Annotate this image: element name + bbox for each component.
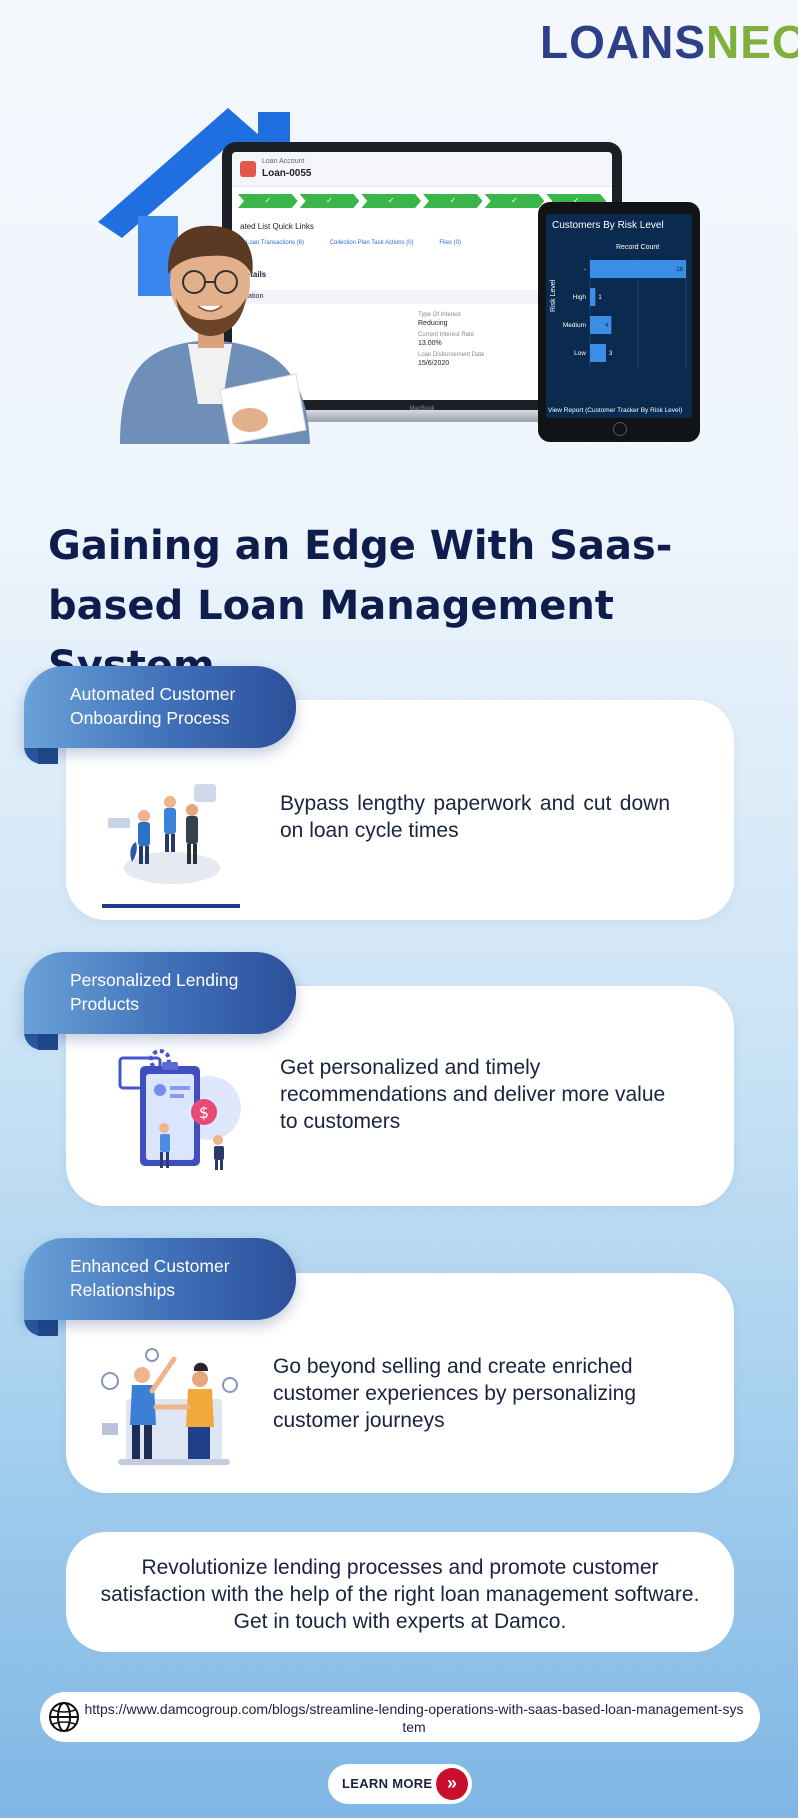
quick-link: Loan Transactions (6) <box>246 240 305 246</box>
lending-recommendations-illustration: $ <box>118 1049 241 1170</box>
section-header: rmation <box>232 290 612 304</box>
risk-level-dashboard: Customers By Risk Level Record Count Ris… <box>546 214 692 418</box>
view-report-link[interactable]: View Report (Customer Tracker By Risk Le… <box>548 407 683 414</box>
bar-value-label: 18 <box>676 267 683 273</box>
feature-description: Bypass lengthy paperwork and cut down on… <box>280 792 670 842</box>
laptop-brand: MacBook <box>409 406 435 412</box>
chart-title: Customers By Risk Level <box>552 220 664 231</box>
feature-title: Enhanced Customer Relationships <box>70 1256 230 1300</box>
category-label: Low <box>574 350 586 357</box>
x-tick-label: 18 <box>683 252 690 254</box>
path-step: ✓ <box>238 194 298 208</box>
path-step: ✓ <box>484 194 545 208</box>
loan-record-icon <box>240 161 256 177</box>
tablet-mockup: Customers By Risk Level Record Count Ris… <box>538 202 700 442</box>
bar-value-label: 1 <box>598 295 602 301</box>
logo-part-loans: LOANS <box>540 16 706 68</box>
category-label: Medium <box>563 322 586 329</box>
learn-more-button[interactable]: LEARN MORE » <box>328 1764 472 1804</box>
field-value: 13.00% <box>418 340 442 347</box>
hero-illustration: Loan Account Loan-0055 ✓ ✓ ✓ ✓ ✓ ✓ ated … <box>90 90 710 450</box>
feature-description: Go beyond selling and create enriched cu… <box>273 1355 637 1432</box>
feature-tab-personalized-lending: Personalized Lending Products <box>24 952 296 1084</box>
svg-text:$: $ <box>199 1103 209 1122</box>
path-step: ✓ <box>299 194 360 208</box>
quick-links-title: ated List Quick Links <box>240 222 314 231</box>
customer-handshake-illustration <box>101 1348 238 1465</box>
source-url-bar[interactable]: https://www.damcogroup.com/blogs/streaml… <box>40 1692 760 1742</box>
record-name: Loan-0055 <box>262 168 312 179</box>
learn-more-label: LEARN MORE <box>342 1776 433 1791</box>
risk-bar[interactable] <box>590 344 606 362</box>
double-chevron-right-icon: » <box>436 1768 468 1800</box>
ribbon-tab: Personalized Lending Products <box>24 952 296 1034</box>
quick-links: Loan Transactions (6) Collection Plan Ta… <box>246 240 546 246</box>
page-headline: Gaining an Edge With Saas-based Loan Man… <box>48 523 673 689</box>
feature-tab-customer-relationships: Enhanced Customer Relationships <box>24 1238 296 1370</box>
field-label: Loan Disbursement Date <box>418 352 485 358</box>
laptop-base <box>200 410 640 422</box>
risk-bar[interactable] <box>590 288 596 306</box>
record-header: Loan Account Loan-0055 <box>232 152 612 187</box>
field-label: Current Interest Rate <box>418 332 475 338</box>
bar-value-label: 3 <box>609 351 613 357</box>
x-tick-label: 9 <box>636 252 640 254</box>
call-to-action-card: Revolutionize lending processes and prom… <box>66 1532 734 1652</box>
tablet-home-button <box>613 422 627 436</box>
bar-value-label: 4 <box>605 323 609 329</box>
x-tick-label: 0 <box>588 252 592 254</box>
path-step: ✓ <box>423 194 483 208</box>
team-onboarding-illustration <box>102 784 240 908</box>
field-value: 15/6/2020 <box>418 360 450 367</box>
field-label: Type Of Interest <box>418 312 461 318</box>
quick-link: Files (0) <box>439 240 461 246</box>
cta-text: Revolutionize lending processes and prom… <box>100 1556 700 1633</box>
category-label: - <box>584 266 586 273</box>
path-step: ✓ <box>361 194 422 208</box>
feature-description: Get personalized and timely recommendati… <box>280 1056 666 1133</box>
ribbon-tab: Automated Customer Onboarding Process <box>24 666 296 748</box>
risk-bar[interactable] <box>590 260 686 278</box>
risk-bar[interactable] <box>590 316 612 334</box>
globe-icon <box>49 1702 79 1732</box>
loansneo-logo: LOANSNEO <box>540 14 798 70</box>
feature-title: Personalized Lending Products <box>70 970 239 1014</box>
source-url[interactable]: https://www.damcogroup.com/blogs/streaml… <box>84 1701 744 1735</box>
feature-card-personalized-lending: $ Get personalized and timely recommenda… <box>66 986 734 1206</box>
record-type: Loan Account <box>262 158 305 165</box>
category-label: High <box>573 294 587 301</box>
field-value: Reducing <box>418 320 448 327</box>
logo-part-neo: NEO <box>706 16 798 68</box>
smiling-man-illustration <box>120 225 310 444</box>
feature-title: Automated Customer Onboarding Process <box>70 684 236 728</box>
ribbon-tab: Enhanced Customer Relationships <box>24 1238 296 1320</box>
feature-tab-onboarding: Automated Customer Onboarding Process <box>24 666 296 798</box>
x-axis-label: Record Count <box>616 244 660 251</box>
details-tab: Details <box>240 270 267 279</box>
quick-link: Collection Plan Task Actions (0) <box>329 240 414 246</box>
